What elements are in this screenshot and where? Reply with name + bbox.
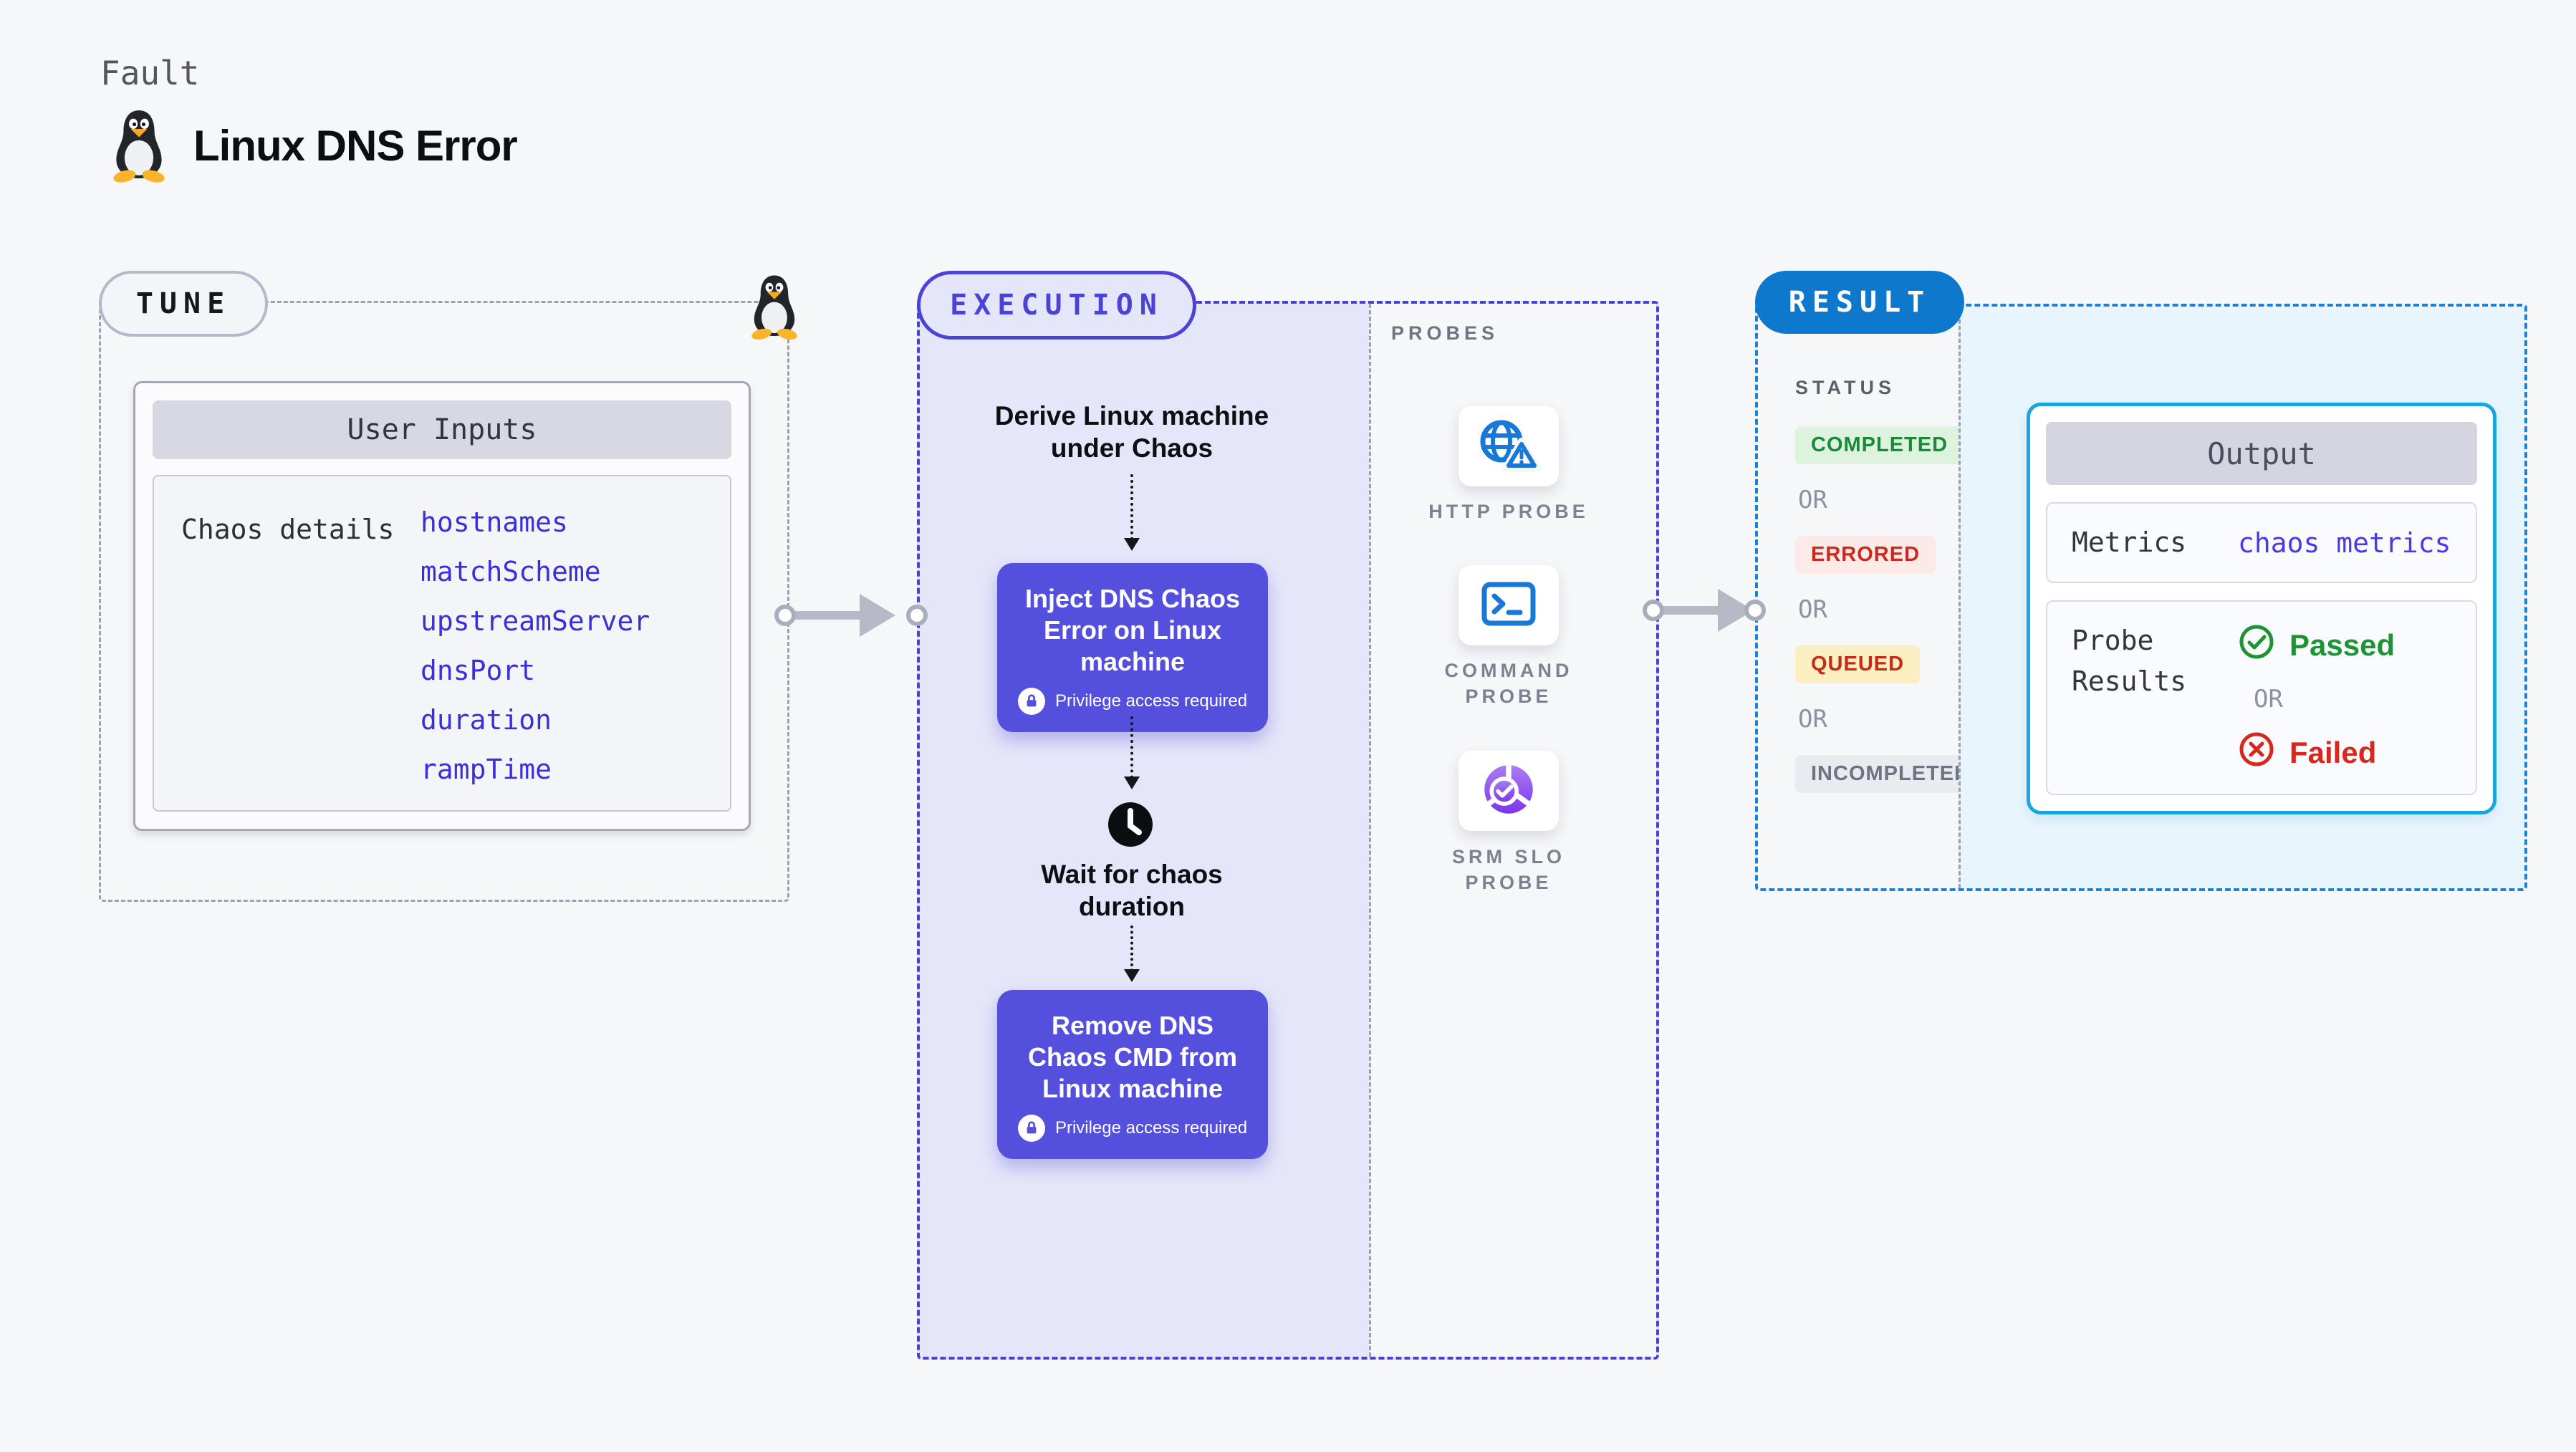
chaos-details-inputs: hostnames matchScheme upstreamServer dns… [420, 498, 650, 794]
remove-node-title: Remove DNS Chaos CMD from Linux machine [1027, 1011, 1237, 1103]
or-label: OR [1798, 595, 1827, 624]
status-label: STATUS [1795, 377, 1895, 398]
check-circle-icon [2238, 623, 2275, 668]
probe-results-row: Probe Results Passed OR [2046, 600, 2477, 795]
slo-donut-check-icon [1480, 761, 1537, 822]
user-inputs-card: User Inputs Chaos details hostnames matc… [133, 381, 751, 831]
metrics-value: chaos metrics [2238, 527, 2451, 559]
tune-phase-pill: TUNE [99, 271, 268, 337]
connector-line [1661, 606, 1725, 615]
x-circle-icon [2238, 731, 2275, 775]
wait-step-text: Wait for chaos duration [1041, 860, 1223, 922]
status-column: STATUS COMPLETED OR ERRORED OR QUEUED OR… [1758, 307, 1986, 888]
input-item: hostnames [420, 506, 568, 538]
metrics-label: Metrics [2072, 527, 2187, 558]
input-item: dnsPort [420, 655, 536, 686]
failed-text: Failed [2289, 736, 2377, 769]
status-badge-completed: COMPLETED [1795, 426, 1964, 464]
output-header: Output [2046, 422, 2477, 485]
lock-icon [1017, 687, 1045, 715]
flow-arrow-down [1124, 925, 1140, 982]
chaos-details-label: Chaos details [181, 514, 395, 545]
inject-node-title: Inject DNS Chaos Error on Linux machine [1024, 584, 1241, 676]
fault-kicker: Fault [100, 54, 200, 92]
privilege-note-row: Privilege access required [1013, 687, 1252, 715]
execution-phase-pill: EXECUTION [917, 271, 1196, 340]
connector-dot [1643, 600, 1664, 621]
clock-icon [1107, 801, 1154, 848]
privilege-note: Privilege access required [1054, 691, 1248, 711]
result-section-box: STATUS COMPLETED OR ERRORED OR QUEUED OR… [1755, 304, 2527, 891]
probe-results-values: Passed OR Failed [2238, 620, 2395, 775]
tune-section-box [99, 301, 789, 902]
metrics-row: Metrics chaos metrics [2046, 502, 2477, 583]
srm-slo-probe-label: SRM SLO PROBE [1451, 846, 1565, 894]
globe-warning-icon [1474, 417, 1543, 476]
input-item: matchScheme [420, 556, 601, 587]
connector-dot [1744, 600, 1766, 621]
command-probe-card [1458, 565, 1559, 645]
remove-chaos-node: Remove DNS Chaos CMD from Linux machine … [997, 973, 1278, 1159]
output-card: Output Metrics chaos metrics Probe Resul… [2027, 403, 2496, 814]
status-badge-incompleted: INCOMPLETED [1795, 755, 1986, 793]
user-inputs-body: Chaos details hostnames matchScheme upst… [153, 475, 731, 812]
input-item: duration [420, 704, 552, 736]
derive-step-text: Derive Linux machine under Chaos [994, 401, 1269, 463]
terminal-icon [1479, 579, 1539, 633]
http-probe-card [1458, 406, 1559, 486]
input-item: upstreamServer [420, 605, 650, 637]
inject-chaos-node: Inject DNS Chaos Error on Linux machine … [997, 546, 1278, 732]
connector-dot [906, 605, 928, 626]
result-phase-pill: RESULT [1755, 271, 1964, 334]
or-label: OR [2254, 685, 2283, 713]
connector-arrowhead [860, 594, 895, 637]
page-title-row: Linux DNS Error [106, 107, 518, 183]
privilege-note: Privilege access required [1054, 1117, 1248, 1138]
passed-text: Passed [2289, 628, 2395, 662]
probe-results-label: Probe Results [2072, 625, 2187, 697]
flow-arrow-down [1124, 716, 1140, 789]
connector-dot [774, 605, 796, 626]
input-item: rampTime [420, 754, 552, 785]
privilege-note-row: Privilege access required [1013, 1114, 1252, 1142]
flow-arrow-down [1124, 474, 1140, 551]
command-probe-label: COMMAND PROBE [1444, 660, 1573, 708]
tux-penguin-small-icon [745, 272, 804, 345]
failed-row: Failed [2238, 731, 2395, 775]
or-label: OR [1798, 705, 1827, 734]
srm-slo-probe-card [1458, 751, 1559, 831]
passed-row: Passed [2238, 623, 2395, 668]
http-probe-label: HTTP PROBE [1428, 501, 1589, 522]
probes-label: PROBES [1391, 322, 1499, 344]
user-inputs-header: User Inputs [153, 400, 731, 459]
output-region: Output Metrics chaos metrics Probe Resul… [1959, 307, 2524, 888]
page-title: Linux DNS Error [193, 121, 518, 170]
or-label: OR [1798, 486, 1827, 514]
lock-icon [1017, 1114, 1045, 1142]
connector-line [792, 611, 864, 620]
tux-penguin-icon [106, 107, 172, 183]
status-badge-errored: ERRORED [1795, 536, 1936, 574]
status-badge-queued: QUEUED [1795, 645, 1921, 683]
